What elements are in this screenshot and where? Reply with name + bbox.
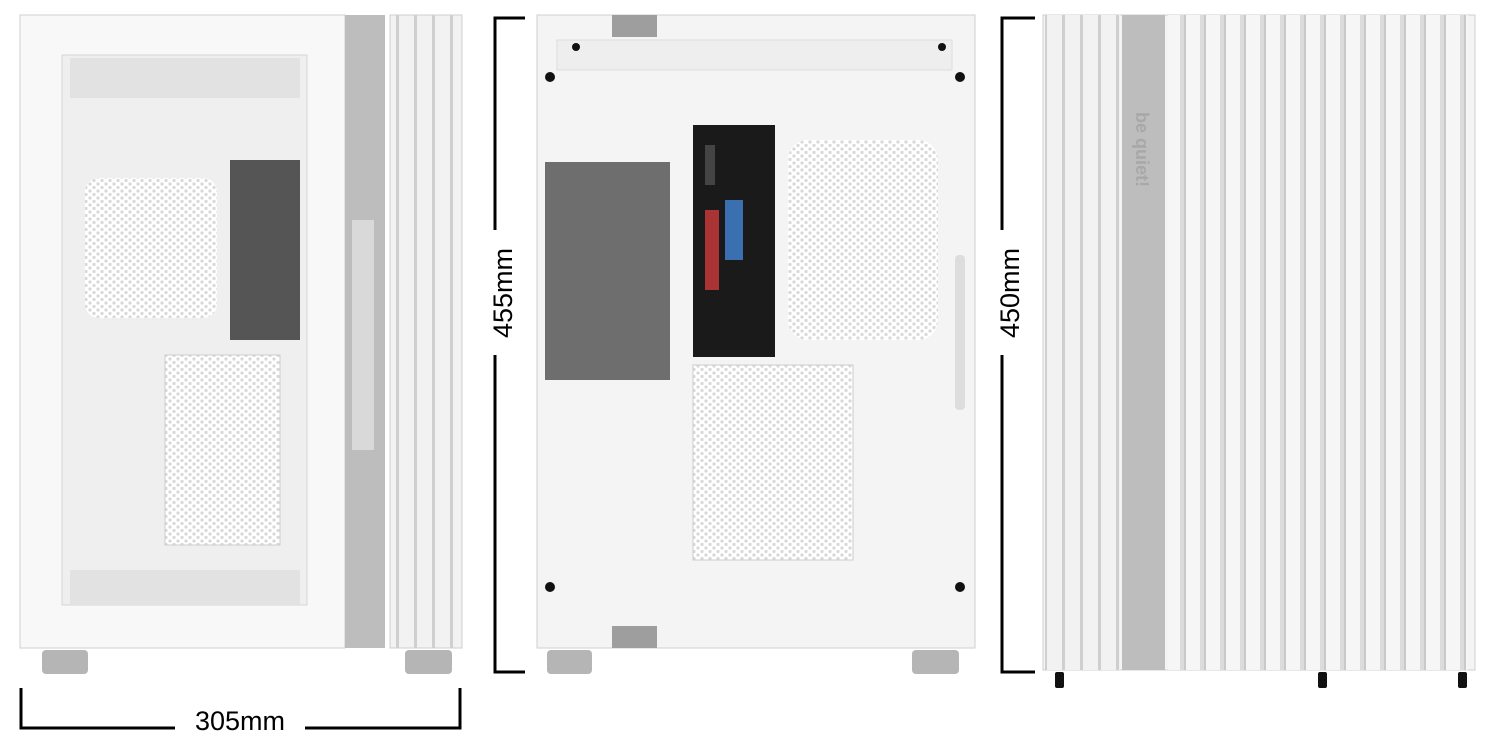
foot — [1318, 672, 1327, 688]
front-fins — [389, 14, 463, 649]
front-height-label: 450mm — [995, 248, 1025, 338]
mesh-cutout — [85, 178, 217, 318]
foot — [42, 650, 88, 674]
rear-fan-mesh — [788, 140, 938, 340]
side-fins — [1045, 15, 1120, 670]
front-io-panel — [352, 220, 374, 450]
case-back-view — [536, 14, 976, 674]
foot — [1458, 672, 1467, 688]
width-label: 305mm — [195, 706, 285, 736]
psu-mount-opening — [545, 162, 670, 380]
foot — [547, 650, 592, 674]
width-dimension: 305mm — [19, 688, 462, 736]
bottom-fan-mount — [70, 570, 300, 605]
foot — [912, 650, 959, 674]
top-latch — [612, 15, 657, 37]
cable-bracket — [230, 160, 300, 340]
front-height-dimension: 450mm — [995, 16, 1035, 674]
case-side-view — [19, 14, 463, 674]
top-fan-mount — [70, 58, 300, 98]
pcie-slots — [164, 354, 281, 546]
front-logo-strip — [1122, 15, 1165, 670]
expansion-slots — [692, 364, 854, 561]
case-front-view: be quiet! — [1042, 14, 1476, 688]
front-vent-slats — [1168, 15, 1468, 670]
foot — [1055, 672, 1064, 688]
bottom-latch — [612, 626, 657, 648]
brand-logo: be quiet! — [1132, 112, 1152, 187]
back-height-label: 455mm — [488, 248, 518, 338]
foot — [405, 650, 452, 674]
back-height-dimension: 455mm — [488, 16, 525, 674]
